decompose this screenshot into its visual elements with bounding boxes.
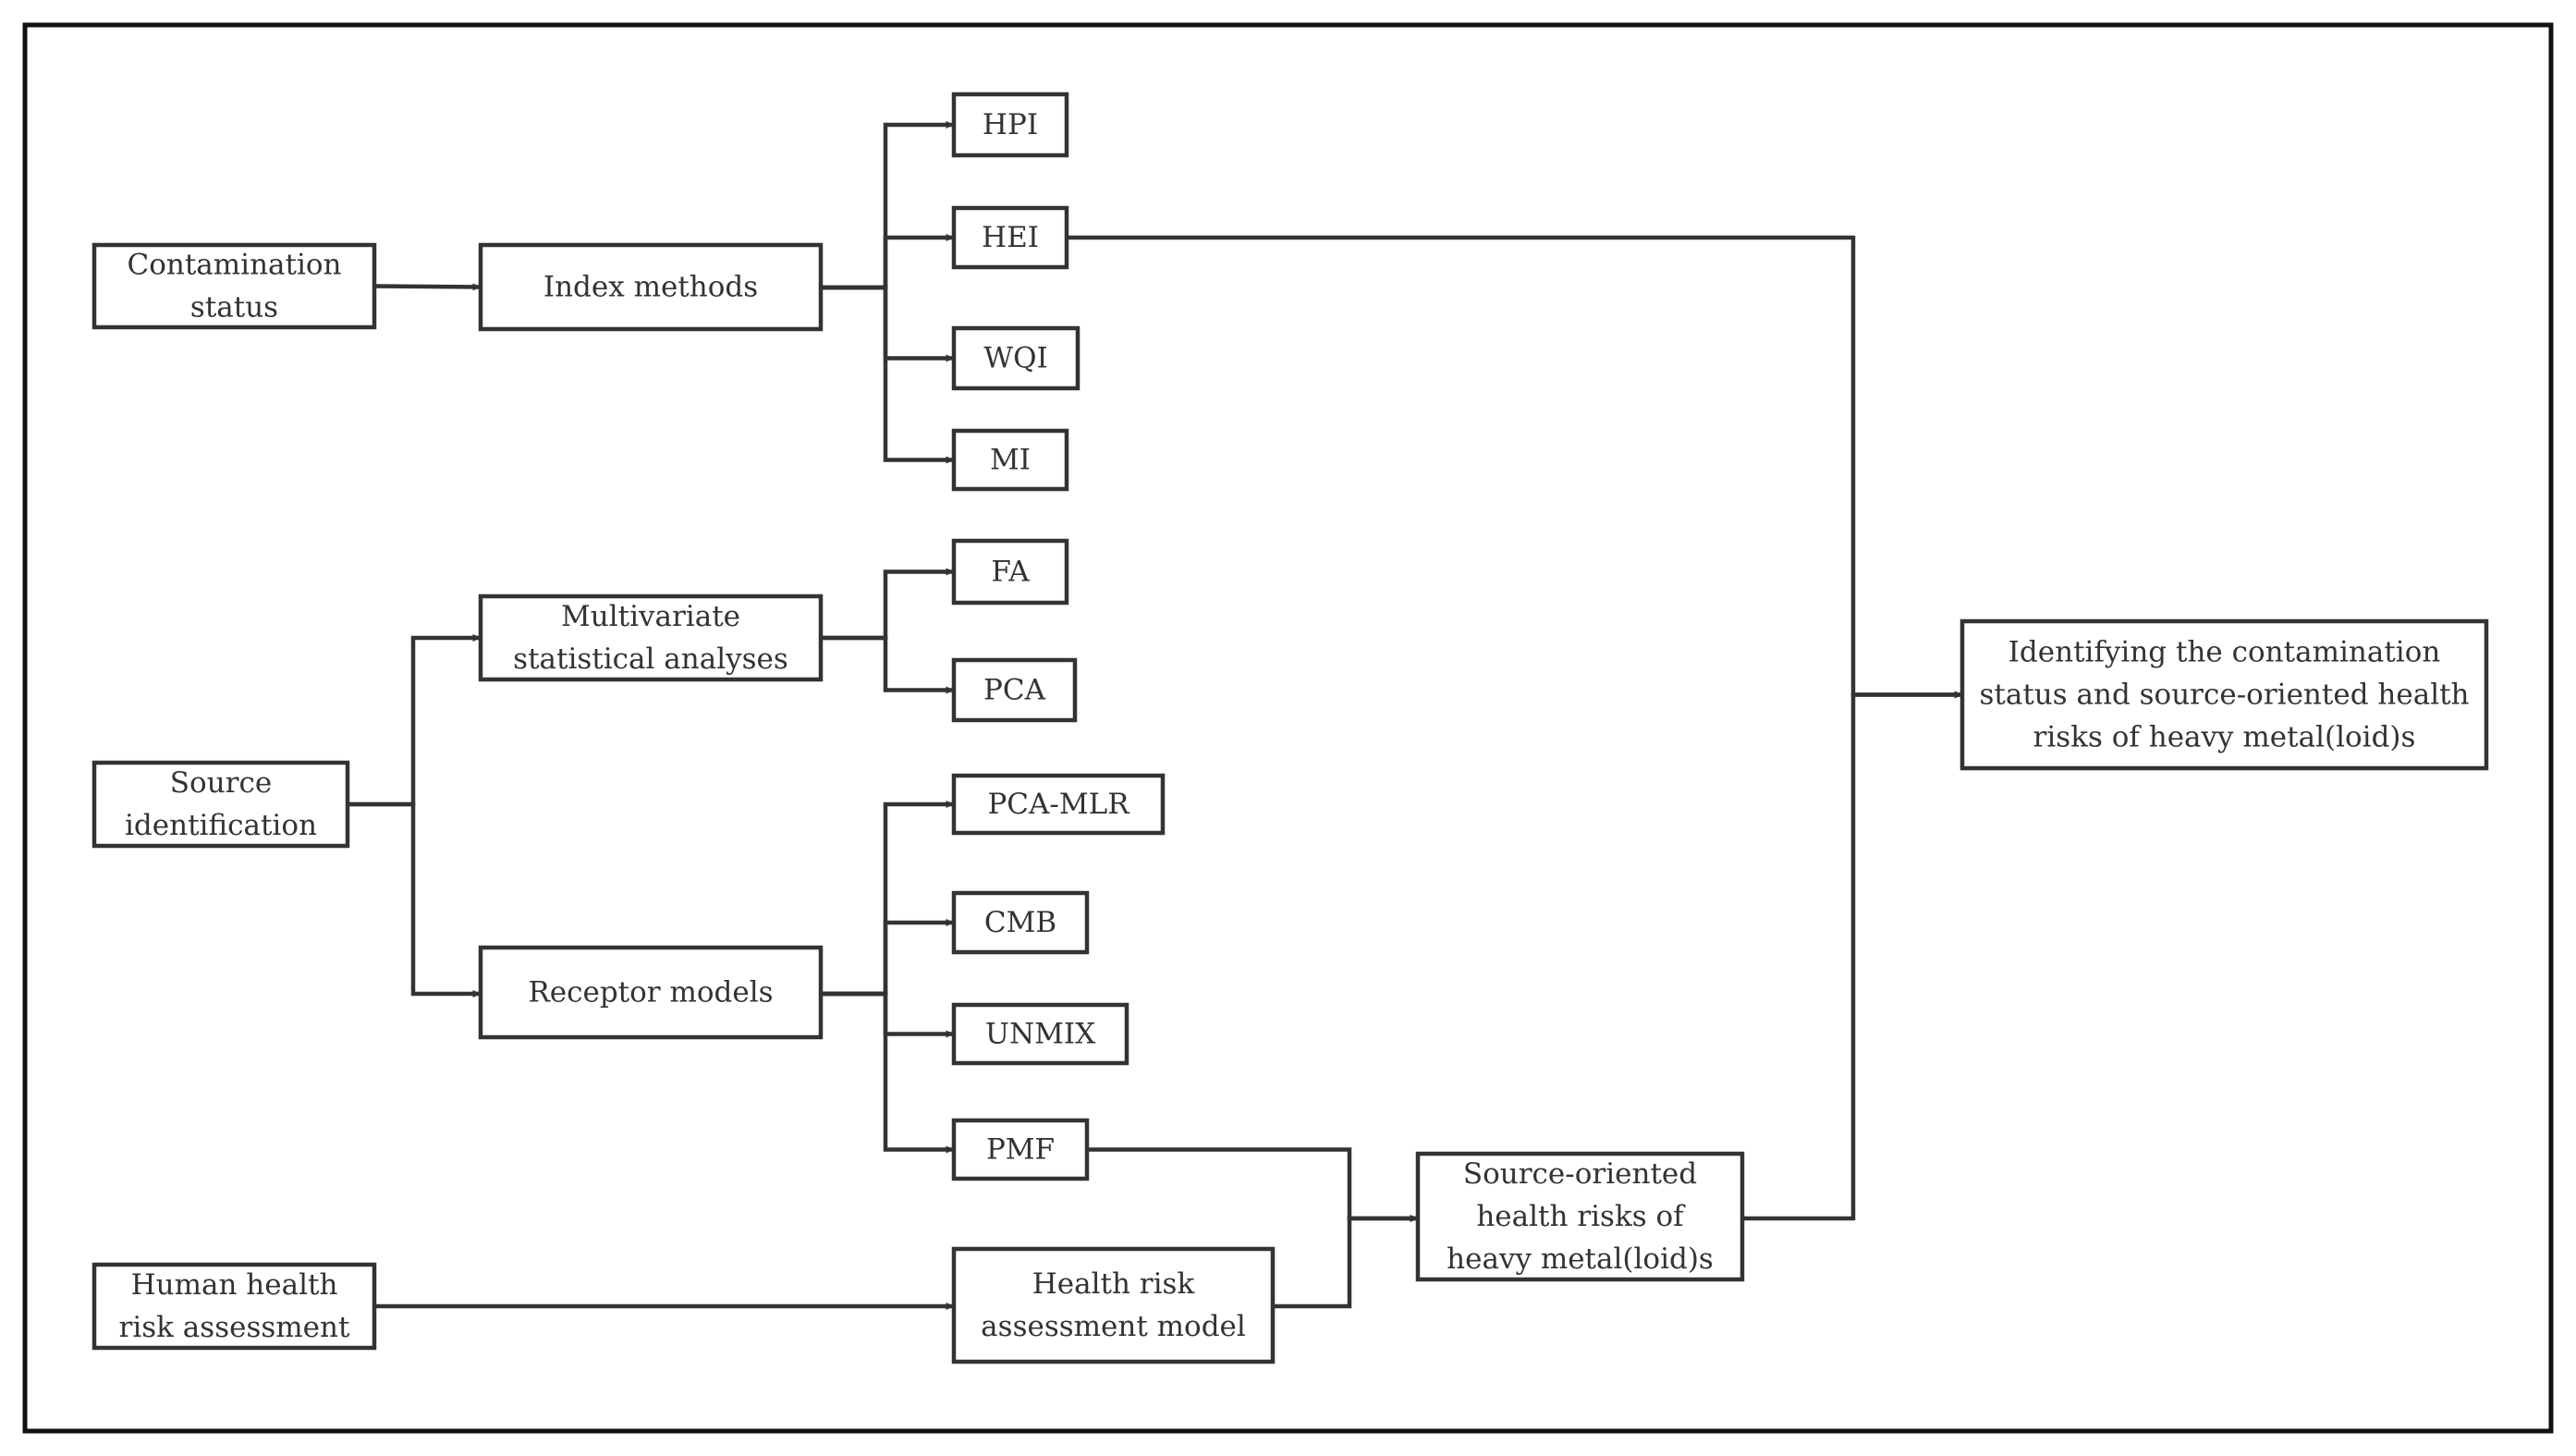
node-pca-mlr-label: PCA-MLR [987, 788, 1130, 821]
node-index-methods-box [478, 242, 824, 332]
node-multivariate-label: statistical analyses [513, 642, 788, 676]
node-contamination-status: Contamination status [92, 242, 377, 330]
node-human-health-label: Human health [131, 1268, 338, 1302]
node-mi: MI [951, 428, 1069, 492]
node-cmb: CMB [951, 890, 1090, 955]
edge-contamination-status-to-index-methods [373, 283, 482, 291]
node-source-identification-label: Source [170, 766, 272, 800]
node-unmix-box [951, 1002, 1129, 1066]
node-health-risk-model-box [951, 1246, 1276, 1364]
node-pca-mlr-box [951, 773, 1166, 836]
node-source-identification: Source identification [92, 760, 350, 849]
node-source-oriented-label: health risks of [1476, 1200, 1686, 1233]
node-contamination-status-label: status [190, 291, 278, 324]
node-mi-box [951, 428, 1069, 492]
node-multivariate-label: Multivariate [561, 600, 740, 633]
node-pmf-label: PMF [986, 1133, 1055, 1167]
node-health-risk-model: Health risk assessment model [951, 1246, 1276, 1364]
edge-source-identification-to-receptor-models [348, 801, 482, 997]
node-human-health: Human health risk assessment [92, 1262, 377, 1351]
node-fa-box [951, 538, 1069, 606]
node-unmix: UNMIX [951, 1002, 1129, 1066]
node-health-risk-model-label: assessment model [981, 1310, 1246, 1343]
node-multivariate-box [478, 593, 824, 682]
node-source-oriented-label: heavy metal(loid)s [1447, 1242, 1714, 1276]
node-fa-label: FA [991, 556, 1030, 589]
edge-index-methods-to-mi [821, 285, 955, 464]
node-hei: HEI [951, 205, 1069, 270]
node-unmix-label: UNMIX [985, 1018, 1095, 1051]
node-hpi-box [951, 92, 1069, 158]
node-cmb-label: CMB [984, 906, 1056, 939]
edge-source-oriented-to-identifying [1742, 691, 1963, 1221]
node-cmb-box [951, 890, 1090, 955]
nodes-layer: Contamination status Index methods HPI HEI WQ… [92, 92, 2489, 1364]
node-source-oriented: Source-oriented health risks of heavy meta… [1415, 1151, 1745, 1282]
edge-multivariate-to-pca [821, 635, 955, 694]
node-identifying-label: status and source-oriented health [1979, 679, 2469, 712]
edges-layer [348, 121, 1963, 1310]
node-pca: PCA [951, 657, 1078, 723]
node-pmf: PMF [951, 1118, 1090, 1181]
node-contamination-status-box [92, 242, 377, 330]
node-hpi-label: HPI [983, 108, 1038, 141]
node-pca-mlr: PCA-MLR [951, 773, 1166, 836]
node-receptor-models-box [478, 945, 824, 1040]
node-source-identification-label: identification [125, 809, 317, 842]
node-health-risk-model-label: Health risk [1032, 1267, 1195, 1301]
node-source-oriented-label: Source-oriented [1463, 1157, 1697, 1191]
node-index-methods-label: Index methods [543, 271, 758, 304]
edge-health-risk-model-to-source-oriented [1273, 1215, 1419, 1309]
node-human-health-box [92, 1262, 377, 1351]
node-pmf-box [951, 1118, 1090, 1181]
node-identifying-label: risks of heavy metal(loid)s [2033, 721, 2416, 754]
node-hpi: HPI [951, 92, 1069, 158]
node-wqi-label: WQI [983, 342, 1048, 375]
node-fa: FA [951, 538, 1069, 606]
node-multivariate: Multivariate statistical analyses [478, 593, 824, 682]
node-receptor-models-label: Receptor models [528, 976, 773, 1009]
node-hei-box [951, 205, 1069, 270]
edge-receptor-models-to-pmf [821, 991, 955, 1154]
node-identifying-label: Identifying the contamination [2008, 636, 2441, 669]
node-pca-box [951, 657, 1078, 723]
node-wqi-box [951, 325, 1080, 391]
node-source-oriented-box [1415, 1151, 1745, 1282]
node-contamination-status-label: Contamination [127, 249, 341, 282]
node-hei-label: HEI [982, 221, 1039, 254]
node-human-health-label: risk assessment [119, 1311, 350, 1344]
node-identifying-box [1959, 618, 2489, 771]
node-source-identification-box [92, 760, 350, 849]
node-mi-label: MI [990, 444, 1031, 477]
node-identifying: Identifying the contamination status and … [1959, 618, 2489, 771]
node-receptor-models: Receptor models [478, 945, 824, 1040]
node-wqi: WQI [951, 325, 1080, 391]
node-pca-label: PCA [983, 674, 1046, 707]
node-index-methods: Index methods [478, 242, 824, 332]
